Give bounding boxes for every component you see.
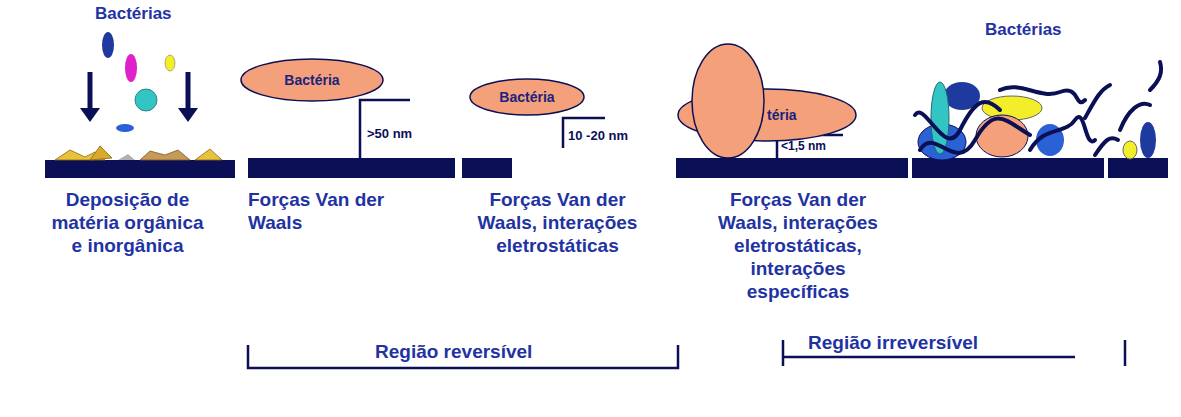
caption-label: 10 -20 nm [568,128,658,144]
bacterium-ellipse: Bactéria [240,58,384,102]
caption-label: Região reversível [375,340,575,363]
bacterium-ellipse: Bactéria [469,78,585,116]
caption-label: Região irreversível [808,331,1068,354]
caption-label: Bactérias [95,2,215,25]
caption-label: >50 nm [367,126,447,142]
bacterium-label: Bactéria [284,72,339,88]
caption-label: <1,5 nm [781,139,851,154]
caption-label: Forças Van der Waals, interações eletros… [703,188,893,303]
caption-label: Forças Van der Waals, interações eletros… [470,188,645,257]
caption-label: Deposição de matéria orgânica e inorgâni… [45,188,210,257]
bacterium-label: Bactéria [499,89,554,105]
bacterium-label: téria [767,107,797,123]
caption-label: Bactérias [985,18,1105,41]
substrate-bars [45,158,1168,178]
caption-label: Forças Van der Waals [248,188,408,234]
falling-bacteria [80,32,198,132]
organic-debris [55,146,222,160]
biofilm [915,62,1161,160]
bacterium-ellipse: téria [677,88,857,142]
region-brackets [248,340,1125,368]
